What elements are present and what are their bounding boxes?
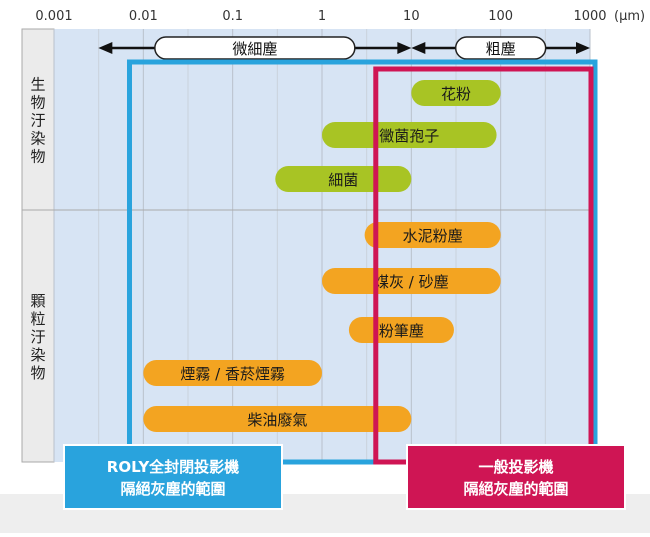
group-label-0-char-4: 物: [30, 148, 45, 166]
x-tick-label-4: 10: [403, 9, 420, 24]
group-label-1-char-1: 粒: [30, 310, 45, 328]
x-tick-label-3: 1: [318, 9, 326, 24]
size-range-arrowhead-left-0: [98, 42, 113, 54]
group-label-1-char-2: 汙: [30, 328, 45, 346]
group-label-0-char-2: 汙: [30, 112, 45, 130]
range-bar-label-1-4: 柴油廢氣: [247, 411, 307, 429]
group-label-1-char-4: 物: [30, 364, 45, 382]
size-range-label-1: 粗塵: [486, 40, 516, 58]
range-bar-0-1: [322, 122, 497, 148]
range-bar-1-4: [143, 406, 412, 432]
range-bar-1-3: [143, 360, 322, 386]
range-bar-label-1-0: 水泥粉塵: [403, 227, 463, 245]
x-tick-label-2: 0.1: [222, 9, 243, 24]
x-unit-label: (μm): [614, 9, 645, 24]
range-bar-label-1-1: 煤灰 / 砂塵: [374, 273, 449, 291]
size-range-arrowhead-left-1: [411, 42, 426, 54]
group-label-0-char-1: 物: [30, 94, 45, 112]
coverage-label-box-roly: [63, 444, 283, 510]
range-bar-1-0: [364, 222, 501, 248]
group-label-1-char-0: 顆: [30, 292, 45, 310]
range-bar-label-0-1: 黴菌孢子: [379, 127, 439, 145]
group-label-0: 生物汙染物: [30, 76, 45, 166]
x-tick-label-1: 0.01: [129, 9, 158, 24]
range-bar-label-0-0: 花粉: [441, 85, 471, 103]
range-bar-0-0: [411, 80, 501, 106]
range-bar-label-0-2: 細菌: [328, 171, 358, 189]
group-label-1: 顆粒汙染物: [30, 292, 45, 382]
coverage-frame-roly: [126, 59, 598, 465]
range-bar-label-1-2: 粉筆塵: [379, 322, 424, 340]
coverage-label-roly-line-0: ROLY全封閉投影機: [107, 458, 239, 476]
x-tick-label-0: 0.001: [35, 9, 72, 24]
x-tick-label-6: 1000: [573, 9, 606, 24]
range-bar-label-1-3: 煙霧 / 香菸煙霧: [180, 365, 285, 383]
size-range-pill-1: [454, 36, 547, 60]
coverage-label-box-general: [406, 444, 626, 510]
size-range-arrowhead-right-1: [576, 42, 590, 54]
x-tick-label-5: 100: [488, 9, 513, 24]
coverage-label-general-line-0: 一般投影機: [478, 458, 553, 476]
group-label-1-char-3: 染: [30, 346, 45, 364]
size-range-pill-0: [154, 36, 356, 60]
size-range-arrowhead-right-0: [397, 42, 412, 54]
size-range-label-0: 微細塵: [232, 40, 277, 58]
group-label-0-char-3: 染: [30, 130, 45, 148]
group-label-panel: [21, 28, 55, 463]
range-bar-1-1: [322, 268, 501, 294]
group-label-0-char-0: 生: [30, 76, 45, 94]
coverage-label-roly-line-1: 隔絕灰塵的範圍: [120, 480, 225, 498]
coverage-label-general-line-1: 隔絕灰塵的範圍: [463, 480, 568, 498]
